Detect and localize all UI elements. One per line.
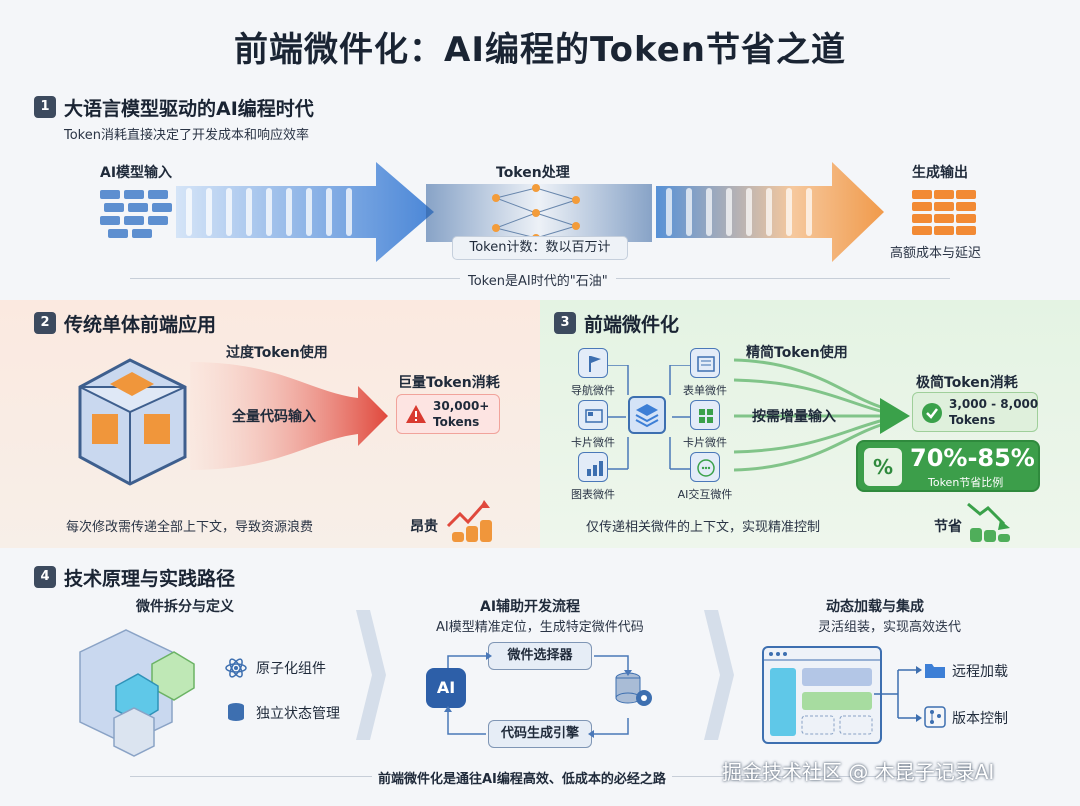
token-warning-badge: 30,000+ Tokens — [396, 394, 500, 434]
widget-label: 导航微件 — [571, 384, 615, 397]
conclusion: 前端微件化是通往AI编程高效、低成本的必经之路 — [372, 768, 672, 787]
version-control-icon — [924, 706, 946, 732]
widget-blocks-icon — [76, 622, 206, 762]
section-title: 传统单体前端应用 — [64, 314, 217, 336]
chevron-icon — [704, 610, 734, 744]
token-count-badge: Token计数：数以百万计 — [452, 236, 628, 260]
widget-label: 图表微件 — [571, 488, 615, 501]
output-label: 生成输出 — [912, 165, 968, 181]
lean-arrow — [733, 356, 914, 480]
section-number: 2 — [34, 312, 56, 334]
widget-connectors — [608, 364, 698, 479]
column-subtitle: AI模型精准定位，生成特定微件代码 — [436, 620, 644, 635]
card-widget-icon — [690, 400, 720, 430]
chat-widget-icon — [690, 452, 720, 482]
savings-label: Token节省比例 — [928, 476, 1004, 489]
branch-lines — [874, 660, 924, 734]
widget-selector-button[interactable]: 微件选择器 — [488, 642, 592, 670]
section-number: 4 — [34, 566, 56, 588]
input-label: AI模型输入 — [100, 165, 173, 181]
form-widget-icon — [690, 348, 720, 378]
widget-label: AI交互微件 — [677, 488, 733, 501]
overuse-arrow — [190, 362, 390, 476]
widget-label: 表单微件 — [683, 384, 727, 397]
overuse-label: 过度Token使用 — [226, 345, 328, 361]
rising-cost-icon — [446, 498, 494, 548]
token-flow-arrow — [176, 158, 896, 272]
card-widget-icon — [578, 400, 608, 430]
column-title: 微件拆分与定义 — [136, 599, 234, 615]
version-control-label: 版本控制 — [952, 711, 1008, 727]
layers-icon — [628, 396, 666, 434]
database-gear-icon — [612, 670, 656, 714]
column-subtitle: 灵活组装，实现高效迭代 — [818, 620, 962, 635]
state-label: 独立状态管理 — [256, 706, 340, 722]
incremental-label: 按需增量输入 — [752, 409, 836, 425]
minimal-consumption-label: 极简Token消耗 — [916, 375, 1018, 391]
full-input-label: 全量代码输入 — [232, 409, 316, 425]
lean-label: 精简Token使用 — [746, 345, 848, 361]
column-title: 动态加载与集成 — [826, 599, 924, 615]
code-engine-button[interactable]: 代码生成引擎 — [488, 720, 592, 748]
cost-label: 昂贵 — [410, 519, 438, 535]
panel-note: 仅传递相关微件的上下文，实现精准控制 — [586, 520, 821, 535]
section-subtitle: Token消耗直接决定了开发成本和响应效率 — [64, 128, 309, 143]
section-number: 3 — [554, 312, 576, 334]
section-title: 前端微件化 — [584, 314, 680, 336]
atom-icon — [224, 656, 248, 684]
column-title: AI辅助开发流程 — [480, 599, 581, 615]
output-note: 高额成本与延迟 — [890, 246, 982, 261]
section-number: 1 — [34, 96, 56, 118]
app-window-icon — [762, 646, 882, 750]
database-icon — [224, 700, 248, 728]
savings-ratio-badge: % 70%-85% Token节省比例 — [856, 440, 1040, 492]
panel-note: 每次修改需传递全部上下文，导致资源浪费 — [66, 520, 314, 535]
check-icon — [922, 403, 942, 423]
falling-cost-icon — [966, 498, 1014, 548]
savings-percent: 70%-85% — [910, 444, 1035, 472]
cycle-arrows — [440, 648, 640, 752]
token-saving-badge: 3,000 - 8,000 Tokens — [912, 392, 1038, 432]
huge-consumption-label: 巨量Token消耗 — [398, 375, 500, 391]
atomic-label: 原子化组件 — [256, 661, 326, 677]
cost-label: 节省 — [934, 519, 962, 535]
chart-widget-icon — [578, 452, 608, 482]
output-data-icon — [912, 190, 978, 240]
process-label: Token处理 — [496, 165, 570, 181]
chevron-icon — [356, 610, 386, 744]
section-title: 大语言模型驱动的AI编程时代 — [64, 98, 314, 120]
widget-label: 卡片微件 — [683, 436, 727, 449]
percent-icon: % — [864, 448, 902, 486]
input-data-icon — [100, 190, 180, 244]
ai-chip-icon: AI — [426, 668, 466, 708]
monolith-cube-icon — [60, 352, 200, 496]
folder-icon — [924, 660, 946, 684]
token-count: 30,000+ Tokens — [433, 399, 490, 429]
section-footer: Token是AI时代的"石油" — [460, 270, 616, 289]
token-count: 3,000 - 8,000 Tokens — [949, 397, 1039, 427]
section-title: 技术原理与实践路径 — [64, 568, 236, 590]
nav-widget-icon — [578, 348, 608, 378]
remote-load-label: 远程加载 — [952, 664, 1008, 680]
widget-label: 卡片微件 — [571, 436, 615, 449]
page-title: 前端微件化：AI编程的Token节省之道 — [234, 30, 846, 70]
warning-icon — [406, 405, 426, 423]
watermark: 掘金技术社区 @ 木昆子记录AI — [722, 760, 995, 784]
